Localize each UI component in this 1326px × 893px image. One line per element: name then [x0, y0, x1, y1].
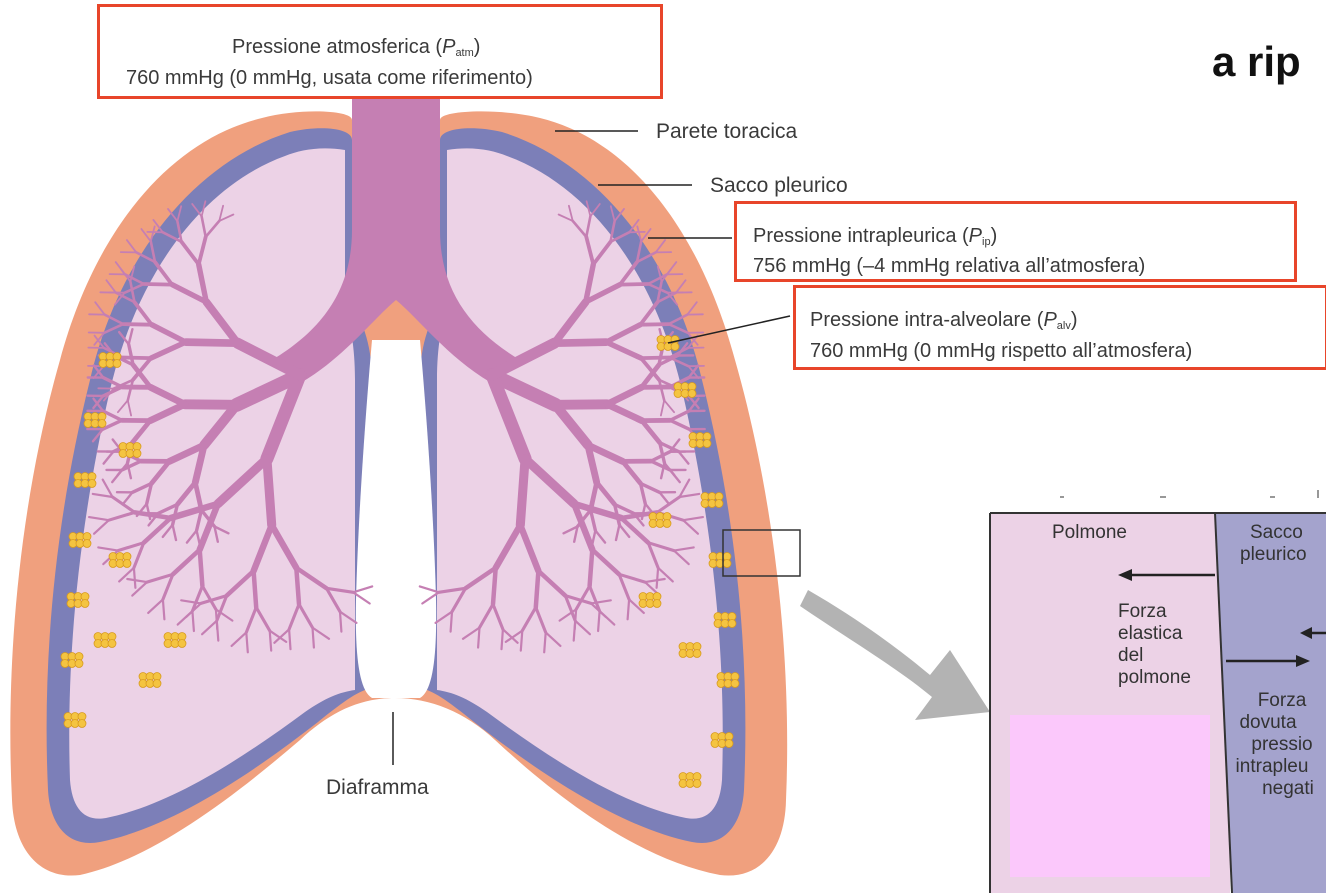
inset-patch: [1010, 715, 1210, 877]
airway-branch: [574, 621, 576, 641]
intrapleural-pressure-subscript: ip: [982, 236, 991, 248]
airway-branch: [134, 568, 136, 588]
alveolar-pressure-symbol: P: [1043, 309, 1056, 331]
chest-wall-label: Parete toracica: [656, 120, 797, 144]
inset-right-force-line: Forza: [1232, 690, 1326, 712]
alveolus: [133, 450, 141, 458]
atm-pressure-value: 760 mmHg (0 mmHg, usata come riferimento…: [126, 67, 533, 90]
alveolar-pressure-name: Pressione intra-alveolare: [810, 309, 1031, 331]
inset-left-force-line: polmone: [1118, 667, 1191, 689]
alveolus: [178, 640, 186, 648]
airway-branch: [478, 628, 479, 648]
inset-right-force-line: pressio: [1232, 734, 1326, 756]
airway-branch: [493, 568, 496, 604]
airway-branch: [641, 358, 669, 359]
pleural-sac-label: Sacco pleurico: [710, 174, 848, 198]
alveolus: [688, 390, 696, 398]
airway-branch: [192, 611, 194, 631]
airway-branch: [123, 358, 151, 359]
mediastinum: [356, 340, 436, 698]
atm-pressure-name: Pressione atmosferica: [232, 36, 430, 58]
inset-left-force-line: del: [1118, 645, 1191, 667]
airway-branch: [555, 404, 607, 405]
airway-branch: [200, 550, 203, 586]
alveolus: [81, 600, 89, 608]
airway-branch: [340, 612, 341, 632]
airway-branch: [536, 571, 539, 607]
alveolus: [78, 720, 86, 728]
atm-pressure-symbol: P: [442, 36, 455, 58]
alveolus: [693, 780, 701, 788]
airway-branch: [640, 324, 668, 325]
airway-branch: [521, 631, 523, 651]
alveolus: [723, 560, 731, 568]
inset-left-force-line: elastica: [1118, 623, 1191, 645]
airway-branch: [185, 404, 237, 405]
alveolus: [83, 540, 91, 548]
intrapleural-pressure-label: Pressione intrapleurica (Pip): [753, 225, 997, 248]
cropped-text-fragment: [1060, 490, 1318, 498]
alveolus: [731, 680, 739, 688]
airway-branch: [502, 629, 503, 649]
airway-branch: [289, 629, 290, 649]
alveolus: [108, 640, 116, 648]
airway-branch: [451, 612, 452, 632]
airway-branch: [590, 550, 593, 586]
alveolus: [725, 740, 733, 748]
alveolar-pressure-value: 760 mmHg (0 mmHg rispetto all’atmosfera): [810, 340, 1192, 363]
airway-branch: [598, 611, 600, 631]
zoom-arrow: [800, 590, 990, 720]
alveolus: [88, 480, 96, 488]
alveolus: [653, 600, 661, 608]
intrapleural-pressure-symbol: P: [969, 225, 982, 247]
airway-branch: [186, 342, 238, 343]
airway-branch: [296, 568, 299, 604]
alveolus: [75, 660, 83, 668]
inset-left-force: Forza elastica del polmone: [1118, 601, 1191, 689]
airway-branch: [657, 568, 659, 588]
airway-branch: [554, 342, 606, 343]
airway-branch: [123, 324, 151, 325]
alveolus: [671, 343, 679, 351]
airway-branch: [163, 599, 165, 619]
inset-right-header-2: pleurico: [1240, 544, 1307, 566]
airway-branch: [254, 571, 257, 607]
airway-branch: [620, 284, 648, 285]
alveolus: [728, 620, 736, 628]
alveolus: [153, 680, 161, 688]
airway-branch: [144, 284, 172, 285]
airway-branch: [313, 628, 314, 648]
inset-left-header: Polmone: [1052, 522, 1127, 544]
alveolus: [715, 500, 723, 508]
intrapleural-pressure-value: 756 mmHg (–4 mmHg relativa all’atmosfera…: [753, 255, 1145, 278]
alveolar-pressure-label: Pressione intra-alveolare (Palv): [810, 309, 1078, 332]
inset-right-header-1: Sacco: [1250, 522, 1303, 544]
airway-branch: [544, 632, 546, 652]
airway-branch: [520, 459, 525, 525]
alveolus: [703, 440, 711, 448]
alveolus: [98, 420, 106, 428]
intrapleural-pressure-name: Pressione intrapleurica: [753, 225, 956, 247]
inset-right-force: Forza dovuta pressio intrapleu negati: [1232, 690, 1326, 800]
diaphragm-label: Diaframma: [326, 776, 429, 800]
inset-right-force-line: negati: [1238, 778, 1326, 800]
atm-pressure-subscript: atm: [455, 47, 473, 59]
airway-branch: [246, 632, 248, 652]
atm-pressure-label: Pressione atmosferica (Patm): [232, 36, 480, 59]
inset-left-force-line: Forza: [1118, 601, 1191, 623]
alveolar-pressure-subscript: alv: [1057, 320, 1071, 332]
airway-branch: [267, 459, 272, 525]
inset-right-force-line: dovuta: [1218, 712, 1318, 734]
alveolus: [663, 520, 671, 528]
alveolus: [693, 650, 701, 658]
airway-branch: [270, 631, 272, 651]
inset-right-force-line: intrapleu: [1222, 756, 1322, 778]
alveolus: [113, 360, 121, 368]
airway-branch: [216, 609, 217, 629]
alveolus: [123, 560, 131, 568]
airway-branch: [628, 599, 630, 619]
